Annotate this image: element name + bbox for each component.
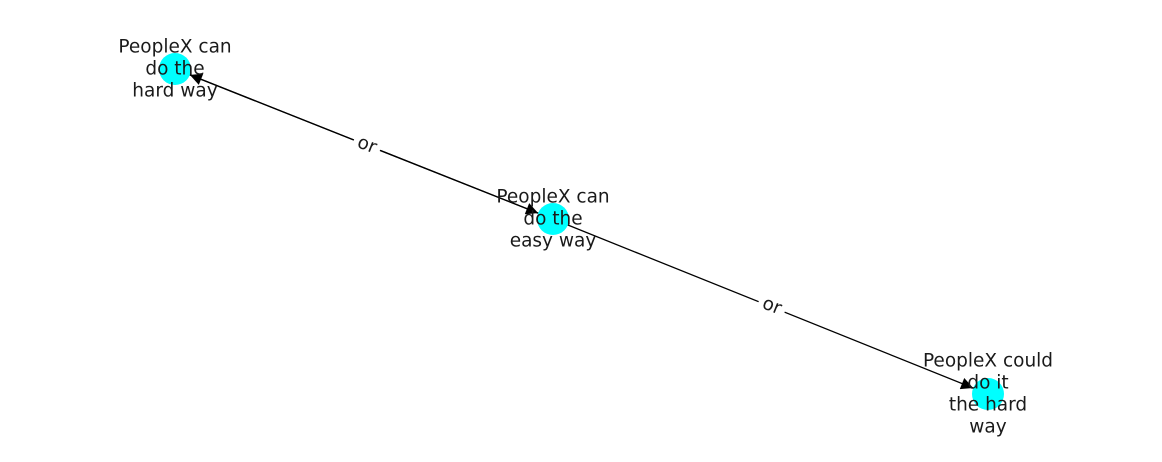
node-label-line: the hard <box>949 395 1027 416</box>
node-label-line: PeopleX can <box>118 37 231 58</box>
node-label-line: PeopleX could <box>923 351 1053 372</box>
node-label-line: PeopleX can <box>496 187 609 208</box>
edge-label-background <box>349 128 385 162</box>
node-label-line: easy way <box>510 231 597 252</box>
graph-node-could <box>972 378 1004 410</box>
node-label-line: hard way <box>132 81 217 102</box>
node-label-line: do the <box>145 59 204 80</box>
node-layer <box>159 53 1004 410</box>
node-label-line: way <box>969 417 1006 438</box>
edge-label-group: or <box>349 128 385 162</box>
node-label-line: do the <box>523 209 582 230</box>
graph-node-hard <box>159 53 191 85</box>
graph-node-easy <box>537 203 569 235</box>
edge-label-background <box>754 289 790 323</box>
node-label-line: do it <box>967 373 1008 394</box>
edge-label-layer: or or <box>349 128 790 323</box>
edge-label-group: or <box>754 289 790 323</box>
